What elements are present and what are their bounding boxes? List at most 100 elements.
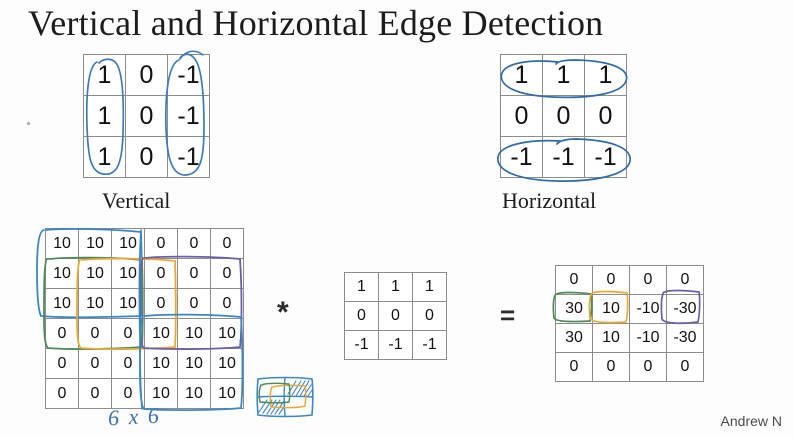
cell: 10 [177,318,211,349]
table-row: 1 0 -1 [83,54,210,96]
output-feature-map-matrix: 0 0 0 0 30 10 -10 -30 30 10 -10 -30 0 0 … [555,265,704,382]
cell: 10 [78,258,112,289]
cell: 0 [78,348,112,379]
cell: 0 [177,258,211,289]
table-row: 10 10 10 0 0 0 [45,288,244,319]
cell: 1 [412,272,447,302]
table-row: -1 -1 -1 [344,330,447,360]
cell: 10 [177,348,211,379]
cell: 0 [378,301,413,331]
cell: -10 [629,323,667,353]
table-row: 1 1 1 [500,54,627,96]
cell: 0 [144,258,178,289]
cell: 0 [210,258,244,289]
cell: 1 [83,95,126,137]
cell: 0 [210,288,244,319]
cell: -1 [167,54,210,96]
cell: 0 [500,95,543,137]
cell: 1 [344,272,379,302]
horizontal-filter-caption: Horizontal [502,188,597,213]
cell: 10 [45,258,79,289]
cell: -30 [666,294,704,324]
vertical-filter-caption: Vertical [102,188,171,213]
table-row: 10 10 10 0 0 0 [45,258,244,289]
cell: 0 [111,318,145,349]
cell: -1 [344,330,379,360]
cell: 10 [45,228,79,259]
cell: 10 [210,348,244,379]
convolution-operator: * [277,296,289,329]
cell: -1 [412,330,447,360]
cell: 10 [592,294,630,324]
cell: 10 [210,318,244,349]
table-row: 0 0 0 [344,301,447,331]
cell: 0 [592,352,630,382]
cell: -1 [542,136,585,178]
cell: 10 [144,348,178,379]
cell: 0 [177,228,211,259]
table-row: 0 0 0 10 10 10 [45,318,244,349]
cell: 0 [666,265,704,295]
cell: 0 [111,348,145,379]
cell: 1 [542,54,585,96]
cell: 0 [666,352,704,382]
cell: 0 [592,265,630,295]
cell: -1 [167,95,210,137]
table-row: 1 0 -1 [83,95,210,137]
table-row: 0 0 0 0 [555,352,704,382]
convolution-filter-matrix: 1 1 1 0 0 0 -1 -1 -1 [344,272,447,360]
cell: 10 [144,318,178,349]
cell: -1 [167,136,210,178]
cell: 0 [144,228,178,259]
cell: 0 [125,54,168,96]
vertical-filter-matrix: 1 0 -1 1 0 -1 1 0 -1 [83,54,210,178]
cell: -1 [584,136,627,178]
cell: 1 [83,54,126,96]
cell: 30 [555,323,593,353]
cell: 0 [45,348,79,379]
cell: 0 [210,228,244,259]
author-credit: Andrew N [720,413,782,429]
equals-operator: = [500,300,516,330]
cell: 1 [378,272,413,302]
cell: 1 [584,54,627,96]
cell: 0 [629,265,667,295]
cell: -30 [666,323,704,353]
table-row: 30 10 -10 -30 [555,323,704,353]
cell: 0 [542,95,585,137]
cell: 10 [210,378,244,409]
checkerboard-edge-sketch [256,376,314,418]
stray-dot-mark [27,122,30,125]
cell: 10 [111,228,145,259]
input-size-label: 6 x 6 [107,402,162,431]
cell: 0 [629,352,667,382]
cell: 0 [344,301,379,331]
page-title: Vertical and Horizontal Edge Detection [28,3,604,43]
cell: 10 [78,288,112,319]
table-row: 30 10 -10 -30 [555,294,704,324]
table-row: 1 0 -1 [83,136,210,178]
cell: 1 [83,136,126,178]
cell: 30 [555,294,593,324]
cell: -1 [378,330,413,360]
cell: 0 [125,136,168,178]
table-row: 0 0 0 10 10 10 [45,348,244,379]
cell: 10 [111,288,145,319]
cell: 0 [412,301,447,331]
cell: 0 [125,95,168,137]
table-row: 1 1 1 [344,272,447,302]
cell: 10 [45,288,79,319]
cell: 0 [144,288,178,319]
cell: 0 [584,95,627,137]
cell: 0 [555,352,593,382]
cell: 1 [500,54,543,96]
cell: 10 [78,228,112,259]
input-image-matrix: 10 10 10 0 0 0 10 10 10 0 0 0 10 10 10 0… [45,228,244,409]
cell: -1 [500,136,543,178]
table-row: -1 -1 -1 [500,136,627,178]
cell: 0 [78,378,112,409]
cell: 0 [555,265,593,295]
table-row: 0 0 0 [500,95,627,137]
cell: 10 [592,323,630,353]
